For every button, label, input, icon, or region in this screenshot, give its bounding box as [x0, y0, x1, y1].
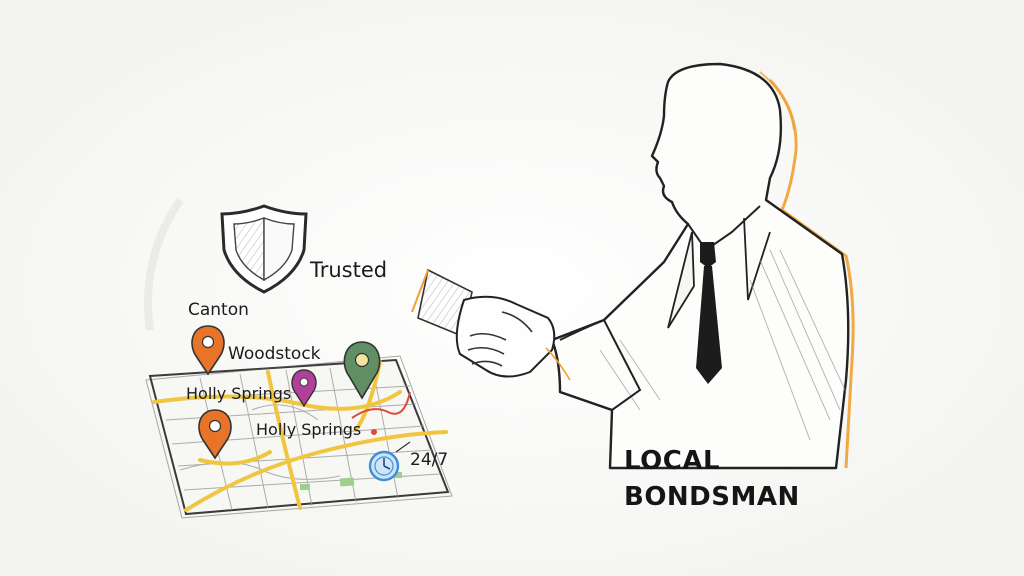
- shield-icon: [220, 204, 308, 294]
- handshake-illustration: [411, 268, 571, 381]
- location-pin-icon: [343, 341, 381, 400]
- location-pin-icon: [191, 325, 225, 376]
- place-label: Canton: [188, 300, 249, 320]
- clock-icon: [368, 441, 411, 482]
- location-pin-icon: [198, 409, 232, 460]
- headline-line-1: LOCAL: [624, 446, 721, 476]
- badge-label: Trusted: [310, 258, 388, 282]
- place-label: Holly Springs: [186, 384, 292, 403]
- place-label: Woodstock: [228, 344, 321, 364]
- headline-line-2: BONDSMAN: [624, 482, 800, 512]
- availability-label: 24/7: [410, 450, 449, 470]
- place-label: Holly Springs: [256, 420, 362, 439]
- man-silhouette: [550, 62, 855, 470]
- location-pin-icon: [291, 369, 317, 408]
